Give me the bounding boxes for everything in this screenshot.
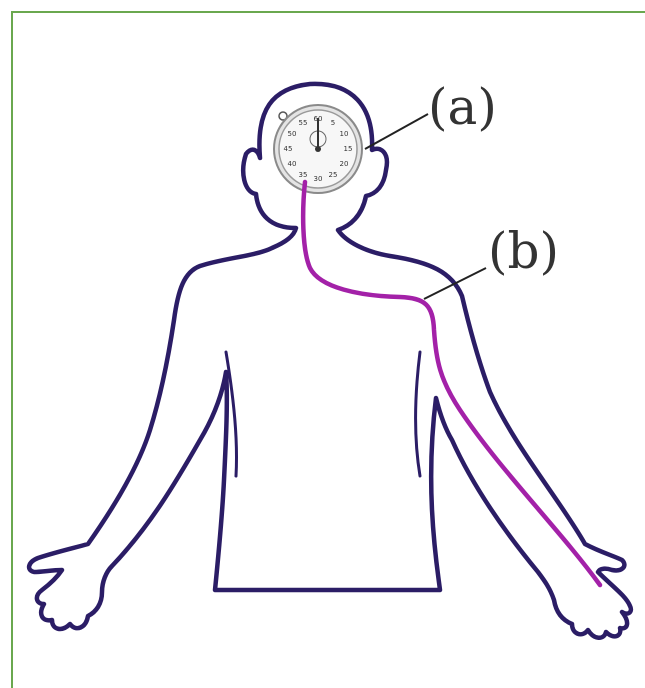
label-a: (a) <box>428 78 497 136</box>
stopwatch-icon: 60510152025303540455055 <box>274 105 362 193</box>
label-b: (b) <box>488 222 559 280</box>
stopwatch-dial-number: 45 <box>284 145 293 153</box>
stopwatch-dial-number: 35 <box>299 171 308 179</box>
stopwatch-dial-number: 40 <box>288 160 297 168</box>
stopwatch-dial-number: 20 <box>340 160 349 168</box>
stopwatch-dial-number: 25 <box>329 171 338 179</box>
label-a-leader-line <box>365 114 428 149</box>
stopwatch-dial-number: 50 <box>288 130 297 138</box>
stopwatch-dial-number: 55 <box>299 119 308 127</box>
stopwatch-dial-number: 10 <box>340 130 349 138</box>
stopwatch-dial-number: 5 <box>331 119 335 127</box>
stopwatch-dial-number: 15 <box>344 145 353 153</box>
stopwatch-dial-number: 30 <box>314 175 323 183</box>
